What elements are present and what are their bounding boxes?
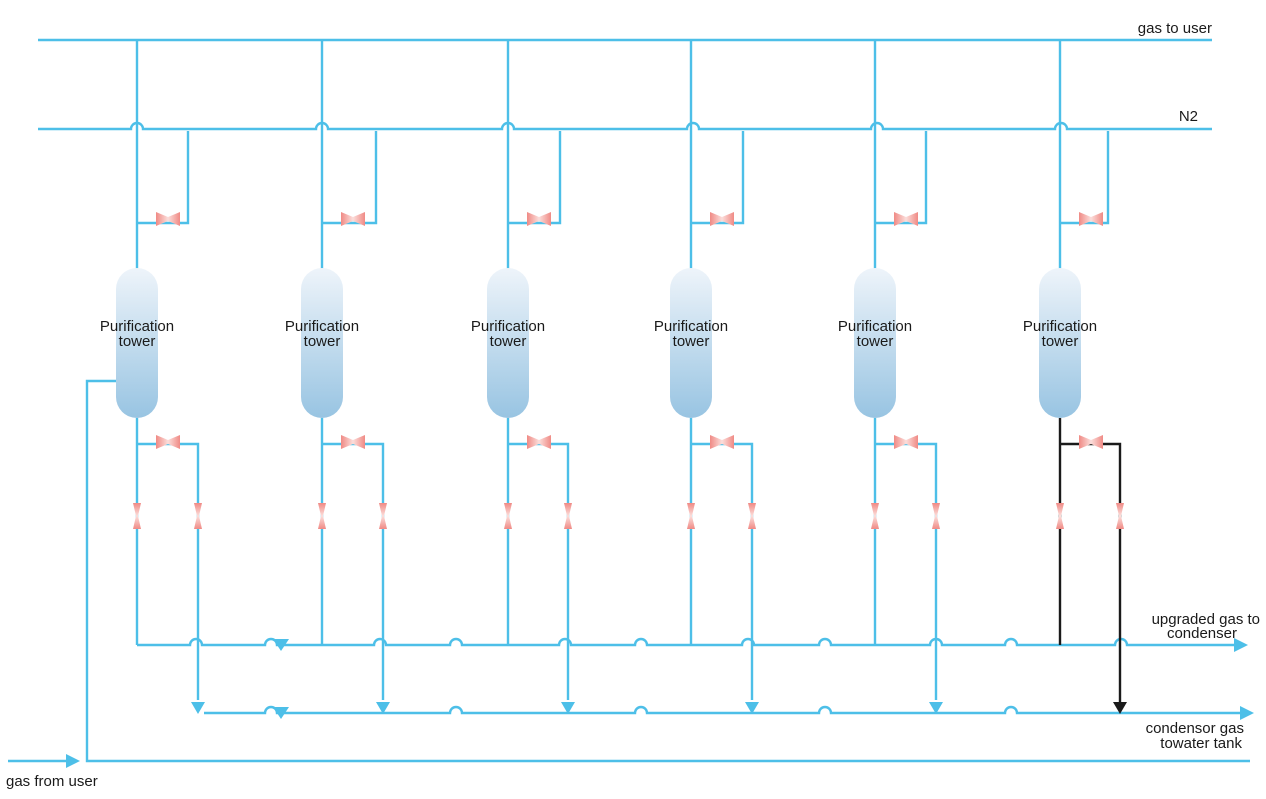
gas-inlet-arrow — [66, 754, 80, 768]
n2-valve[interactable] — [1079, 212, 1103, 226]
tower-label-line2: tower — [119, 333, 156, 350]
n2-label: N2 — [1179, 108, 1198, 125]
n2-valve[interactable] — [894, 212, 918, 226]
condensor-gas-flow-arrow — [273, 707, 289, 719]
n2-branch-pipe — [875, 131, 928, 225]
condensor-gas-arrow — [1240, 706, 1254, 720]
bypass-valve[interactable] — [527, 435, 551, 449]
tower-label-line1: Purification — [838, 318, 912, 335]
outlet-valve[interactable] — [504, 503, 512, 529]
bypass-line-valve[interactable] — [379, 503, 387, 529]
purification-tower[interactable] — [670, 268, 712, 418]
purification-tower[interactable] — [1039, 268, 1081, 418]
bypass-valve[interactable] — [156, 435, 180, 449]
condensor-feed-arrow — [1113, 702, 1127, 714]
purification-tower[interactable] — [487, 268, 529, 418]
tower-label-line2: tower — [1042, 333, 1079, 350]
bypass-line-valve[interactable] — [1116, 503, 1124, 529]
tower-label-line2: tower — [857, 333, 894, 350]
tower-label-line2: tower — [490, 333, 527, 350]
condensor-feed-arrow — [376, 702, 390, 714]
bypass-line-valve[interactable] — [564, 503, 572, 529]
bypass-line-valve[interactable] — [748, 503, 756, 529]
purification-tower[interactable] — [116, 268, 158, 418]
condensor-feed-arrow — [561, 702, 575, 714]
upgraded-gas-label-line2: condenser — [1167, 625, 1237, 642]
n2-branch-pipe — [137, 131, 190, 225]
outlet-valve[interactable] — [871, 503, 879, 529]
tower-label-line1: Purification — [654, 318, 728, 335]
n2-valve[interactable] — [156, 212, 180, 226]
outlet-valve[interactable] — [318, 503, 326, 529]
outlet-valve[interactable] — [1056, 503, 1064, 529]
condensor-feed-arrow — [745, 702, 759, 714]
condensor-feed-arrow — [191, 702, 205, 714]
n2-branch-pipe — [1060, 131, 1110, 225]
tower-label-line2: tower — [673, 333, 710, 350]
bypass-valve[interactable] — [894, 435, 918, 449]
gas-to-user-label: gas to user — [1138, 20, 1212, 37]
tower-bypass-pipe — [322, 442, 385, 700]
upgraded-gas-arrow — [1234, 638, 1248, 652]
tower-bypass-pipe — [137, 442, 200, 700]
bypass-line-valve[interactable] — [932, 503, 940, 529]
outlet-valve[interactable] — [687, 503, 695, 529]
gas-from-user-label: gas from user — [6, 773, 98, 790]
n2-branch-pipe — [322, 131, 378, 225]
condensor-gas-label-line2: towater tank — [1160, 735, 1242, 752]
upgraded-gas-pipe — [137, 637, 1236, 647]
outlet-valve[interactable] — [133, 503, 141, 529]
bypass-line-valve[interactable] — [194, 503, 202, 529]
n2-valve[interactable] — [527, 212, 551, 226]
n2-branch-pipe — [508, 131, 562, 225]
n2-valve[interactable] — [710, 212, 734, 226]
tower-label-line1: Purification — [100, 318, 174, 335]
condensor-gas-label-line1: condensor gas — [1146, 720, 1244, 737]
tower-units: PurificationtowerPurificationtowerPurifi… — [100, 40, 1127, 714]
tower-label-line1: Purification — [1023, 318, 1097, 335]
bypass-valve[interactable] — [710, 435, 734, 449]
n2-pipe — [38, 121, 1212, 131]
upgraded-gas-label-line1: upgraded gas to — [1152, 611, 1260, 628]
tower-label-line1: Purification — [285, 318, 359, 335]
purification-tower[interactable] — [301, 268, 343, 418]
condensor-gas-pipe — [204, 705, 1240, 715]
tower-bypass-pipe — [508, 442, 570, 700]
gas-from-user-pipe — [85, 379, 1250, 763]
purification-tower[interactable] — [854, 268, 896, 418]
tower-bypass-pipe — [875, 442, 938, 700]
tower-label-line2: tower — [304, 333, 341, 350]
tower-label-line1: Purification — [471, 318, 545, 335]
bypass-valve[interactable] — [341, 435, 365, 449]
upgraded-gas-flow-arrow — [273, 639, 289, 651]
n2-branch-pipe — [691, 131, 745, 225]
tower-bypass-pipe — [691, 442, 754, 700]
tower-bypass-pipe — [1060, 442, 1122, 704]
n2-valve[interactable] — [341, 212, 365, 226]
bypass-valve[interactable] — [1079, 435, 1103, 449]
header-pipes — [38, 38, 1212, 131]
condensor-feed-arrow — [929, 702, 943, 714]
